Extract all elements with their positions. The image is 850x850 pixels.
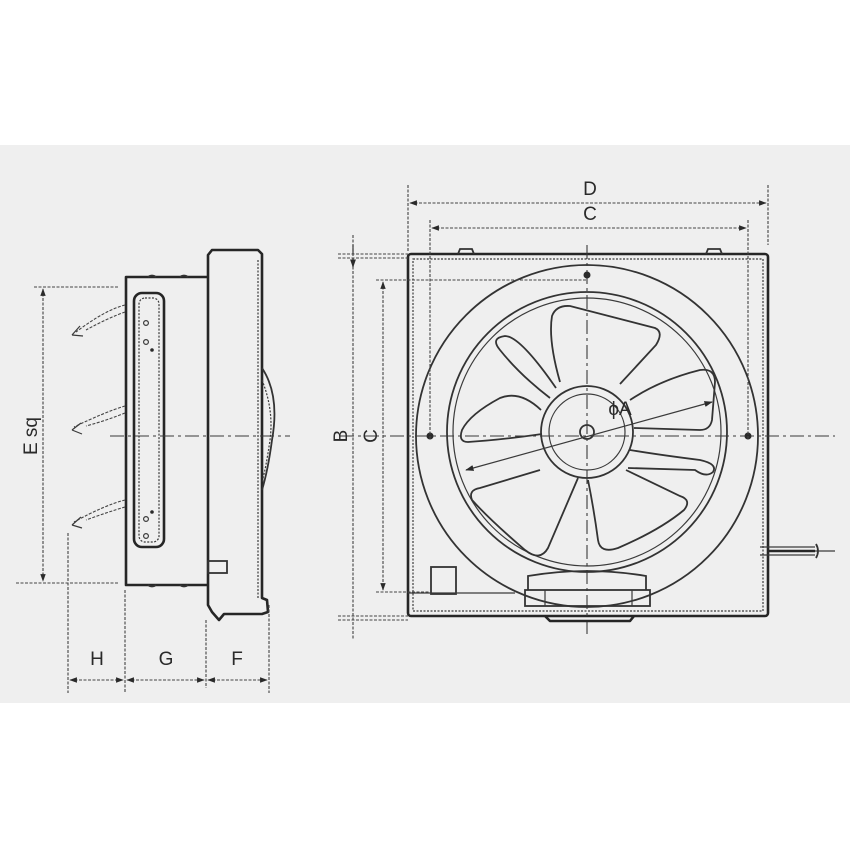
label-b: B <box>331 430 352 443</box>
label-h: H <box>90 649 104 670</box>
bottom-bracket <box>524 570 651 623</box>
side-view: E sq H G F <box>16 248 290 693</box>
airflow-arrows <box>71 304 126 529</box>
side-front-frame <box>206 248 270 622</box>
label-f: F <box>231 649 243 670</box>
fan-blades <box>459 305 716 557</box>
side-rear-housing <box>124 275 208 587</box>
side-louvre-slot <box>132 291 166 549</box>
side-hood-bulge <box>261 367 276 491</box>
label-c-horizontal: C <box>583 204 597 225</box>
front-view: ϕA <box>331 179 835 640</box>
label-c-vertical: C <box>361 429 382 443</box>
front-outer-frame <box>406 252 770 618</box>
label-phi-a: ϕA <box>608 399 632 420</box>
label-d: D <box>583 179 597 200</box>
label-g: G <box>159 649 174 670</box>
label-e-sq: E sq <box>21 417 42 455</box>
